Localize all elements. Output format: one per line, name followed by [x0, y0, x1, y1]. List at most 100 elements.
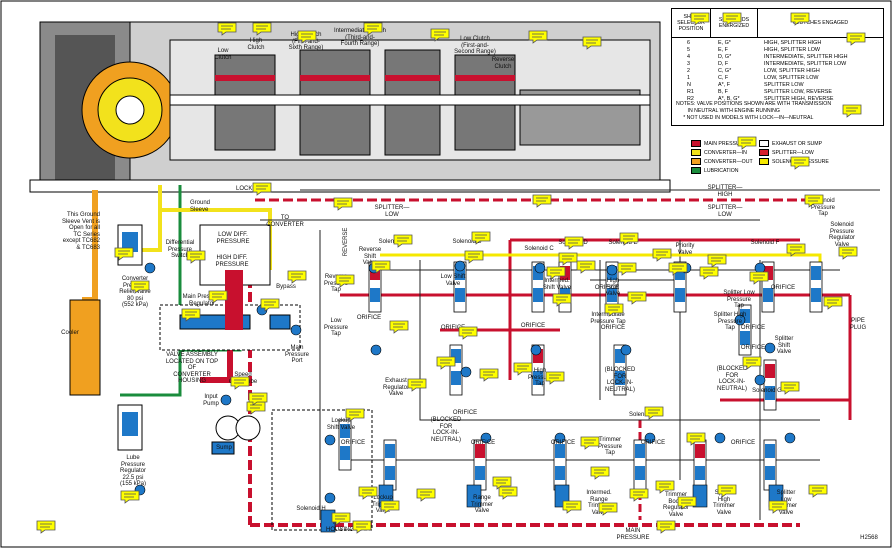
cell-clutches: SPLITTER HIGH, REVERSE — [764, 96, 834, 102]
note-icon[interactable] — [363, 22, 383, 36]
note-icon[interactable] — [248, 392, 268, 406]
input-pump — [211, 415, 261, 455]
note-icon[interactable] — [287, 270, 307, 284]
note-icon[interactable] — [808, 484, 828, 498]
legend-splitter-low: SPLITTER—LOW — [759, 149, 814, 156]
low-pressure-tap-label: Low Pressure Tap — [323, 318, 348, 337]
note-icon[interactable] — [458, 326, 478, 340]
solenoid-bulb — [370, 344, 382, 356]
note-icon[interactable] — [430, 28, 450, 42]
note-icon[interactable] — [120, 490, 140, 504]
note-icon[interactable] — [297, 30, 317, 44]
note-icon[interactable] — [656, 520, 676, 534]
note-icon[interactable] — [130, 280, 150, 294]
note-icon[interactable] — [677, 496, 697, 510]
note-icon[interactable] — [846, 32, 866, 46]
note-icon[interactable] — [768, 500, 788, 514]
note-icon[interactable] — [479, 368, 499, 382]
note-icon[interactable] — [627, 291, 647, 305]
note-icon[interactable] — [668, 262, 688, 276]
note-icon[interactable] — [598, 502, 618, 516]
note-icon[interactable] — [389, 320, 409, 334]
note-icon[interactable] — [252, 182, 272, 196]
note-icon[interactable] — [742, 356, 762, 370]
splitter-low-tap-label: Splitter Low Pressure Tap — [723, 290, 755, 309]
note-icon[interactable] — [699, 266, 719, 280]
note-icon[interactable] — [333, 197, 353, 211]
note-icon[interactable] — [707, 254, 727, 268]
note-icon[interactable] — [335, 274, 355, 288]
note-icon[interactable] — [358, 486, 378, 500]
note-icon[interactable] — [582, 36, 602, 50]
note-icon[interactable] — [181, 308, 201, 322]
note-icon[interactable] — [590, 466, 610, 480]
note-icon[interactable] — [629, 488, 649, 502]
note-icon[interactable] — [686, 432, 706, 446]
note-icon[interactable] — [352, 520, 372, 534]
valve-spool — [613, 344, 627, 396]
note-icon[interactable] — [780, 381, 800, 395]
note-icon[interactable] — [528, 30, 548, 44]
note-icon[interactable] — [644, 406, 664, 420]
note-icon[interactable] — [260, 298, 280, 312]
note-icon[interactable] — [804, 194, 824, 208]
note-icon[interactable] — [786, 243, 806, 257]
note-icon[interactable] — [737, 136, 757, 150]
note-icon[interactable] — [114, 247, 134, 261]
note-icon[interactable] — [498, 486, 518, 500]
note-icon[interactable] — [380, 500, 400, 514]
note-icon[interactable] — [604, 303, 624, 317]
valve-land — [615, 349, 625, 363]
note-icon[interactable] — [345, 408, 365, 422]
note-icon[interactable] — [576, 260, 596, 274]
note-icon[interactable] — [471, 231, 491, 245]
note-icon[interactable] — [208, 290, 228, 304]
note-icon[interactable] — [331, 512, 351, 526]
note-icon[interactable] — [36, 520, 56, 534]
note-icon[interactable] — [690, 12, 710, 26]
note-icon[interactable] — [252, 22, 272, 36]
note-icon[interactable] — [407, 378, 427, 392]
note-icon[interactable] — [552, 293, 572, 307]
note-icon[interactable] — [513, 362, 533, 376]
solenoid-b-label: Solenoid B — [452, 239, 482, 245]
legend-label: CONVERTER—OUT — [704, 158, 753, 165]
valve-spool — [473, 439, 487, 491]
cell-position: 3 — [687, 61, 690, 67]
note-icon[interactable] — [655, 480, 675, 494]
note-icon[interactable] — [717, 484, 737, 498]
note-icon[interactable] — [464, 250, 484, 264]
note-icon[interactable] — [749, 271, 769, 285]
note-icon[interactable] — [492, 476, 512, 490]
note-icon[interactable] — [532, 194, 552, 208]
note-icon[interactable] — [393, 234, 413, 248]
input-pump-label: Input Pump — [203, 394, 219, 407]
note-icon[interactable] — [186, 250, 206, 264]
note-icon[interactable] — [652, 248, 672, 262]
note-icon[interactable] — [617, 262, 637, 276]
note-icon[interactable] — [562, 500, 582, 514]
note-icon[interactable] — [230, 376, 250, 390]
note-icon[interactable] — [823, 296, 843, 310]
note-icon[interactable] — [217, 22, 237, 36]
note-icon[interactable] — [545, 371, 565, 385]
note-icon[interactable] — [371, 260, 391, 274]
note-icon[interactable] — [558, 252, 578, 266]
solenoid-bulb — [554, 432, 566, 444]
note-icon[interactable] — [416, 488, 436, 502]
note-icon[interactable] — [246, 401, 266, 415]
note-icon[interactable] — [838, 246, 858, 260]
note-icon[interactable] — [842, 104, 862, 118]
note-icon[interactable] — [546, 266, 566, 280]
orifice-label: ORIFICE — [470, 440, 496, 446]
note-icon[interactable] — [790, 156, 810, 170]
note-icon[interactable] — [580, 436, 600, 450]
note-icon[interactable] — [564, 236, 584, 250]
note-icon[interactable] — [619, 232, 639, 246]
note-icon[interactable] — [722, 12, 742, 26]
note-icon[interactable] — [436, 356, 456, 370]
note-icon[interactable] — [790, 12, 810, 26]
